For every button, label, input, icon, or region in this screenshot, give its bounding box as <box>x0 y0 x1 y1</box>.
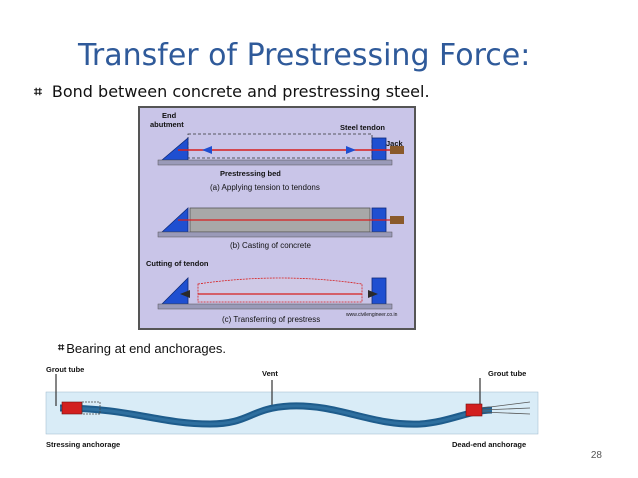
stage-b: (b) Casting of concrete <box>157 207 404 250</box>
stressing-anchor-spiral <box>81 401 101 415</box>
caption-c: (c) Transferring of prestress <box>222 315 320 324</box>
strand-fan-3 <box>481 411 531 415</box>
cambered-beam-c <box>197 277 363 303</box>
end-abutment-line2: abutment <box>150 120 184 129</box>
bed-base-a <box>157 159 393 166</box>
slide-title: Transfer of Prestressing Force: <box>78 38 531 73</box>
caption-a: (a) Applying tension to tendons <box>210 183 320 192</box>
arrow-left-icon <box>202 146 212 154</box>
bullet-bearing: ⌗ Bearing at end anchorages. <box>58 341 226 356</box>
site-watermark: www.civilengineer.co.in <box>346 312 398 318</box>
bed-base-c <box>157 303 393 310</box>
dead-end-anchor <box>465 403 483 417</box>
left-abutment-c <box>161 277 189 305</box>
caption-b: (b) Casting of concrete <box>230 241 311 250</box>
bullet-bond-text: Bond between concrete and prestressing s… <box>51 82 430 101</box>
stressing-anchorage-label: Stressing anchorage <box>46 440 120 449</box>
bullet-bond: ⌗ Bond between concrete and prestressing… <box>34 82 430 101</box>
arrow-right-icon <box>346 146 356 154</box>
steel-tendon-label: Steel tendon <box>340 123 385 132</box>
page-number: 28 <box>590 450 602 461</box>
posttension-figure: Grout tube Vent Grout tube Stressing anc… <box>40 362 540 452</box>
bed-base-b <box>157 231 393 238</box>
bullet-bearing-text: Bearing at end anchorages. <box>66 341 226 356</box>
jack-label: Jack <box>386 139 404 148</box>
dead-end-anchorage-label: Dead-end anchorage <box>452 440 526 449</box>
right-abutment-c <box>371 277 387 305</box>
jack-a <box>390 146 404 154</box>
compress-arrow-right-icon <box>368 290 378 298</box>
bullet-hash-icon: ⌗ <box>34 83 42 100</box>
left-abutment-a <box>160 137 189 161</box>
strand-fan-2 <box>481 407 531 411</box>
jack-b <box>390 216 404 224</box>
vent-label: Vent <box>262 369 278 378</box>
stage-c: Cutting of tendon (c) Transferring of pr… <box>146 259 398 324</box>
stressing-anchor <box>61 401 83 415</box>
cutting-label: Cutting of tendon <box>146 259 209 268</box>
prestressing-bed-label: Prestressing bed <box>220 169 281 178</box>
strand-fan-1 <box>481 401 531 409</box>
grout-tube-right-label: Grout tube <box>488 369 526 378</box>
grout-tube-left-label: Grout tube <box>46 365 84 374</box>
tendon-duct-core <box>59 404 493 426</box>
bullet-hash-icon: ⌗ <box>58 342 65 354</box>
right-abutment-a <box>371 137 387 161</box>
compress-arrow-left-icon <box>180 290 190 298</box>
end-abutment-line1: End <box>162 111 177 120</box>
tension-bed-outline <box>187 133 373 159</box>
